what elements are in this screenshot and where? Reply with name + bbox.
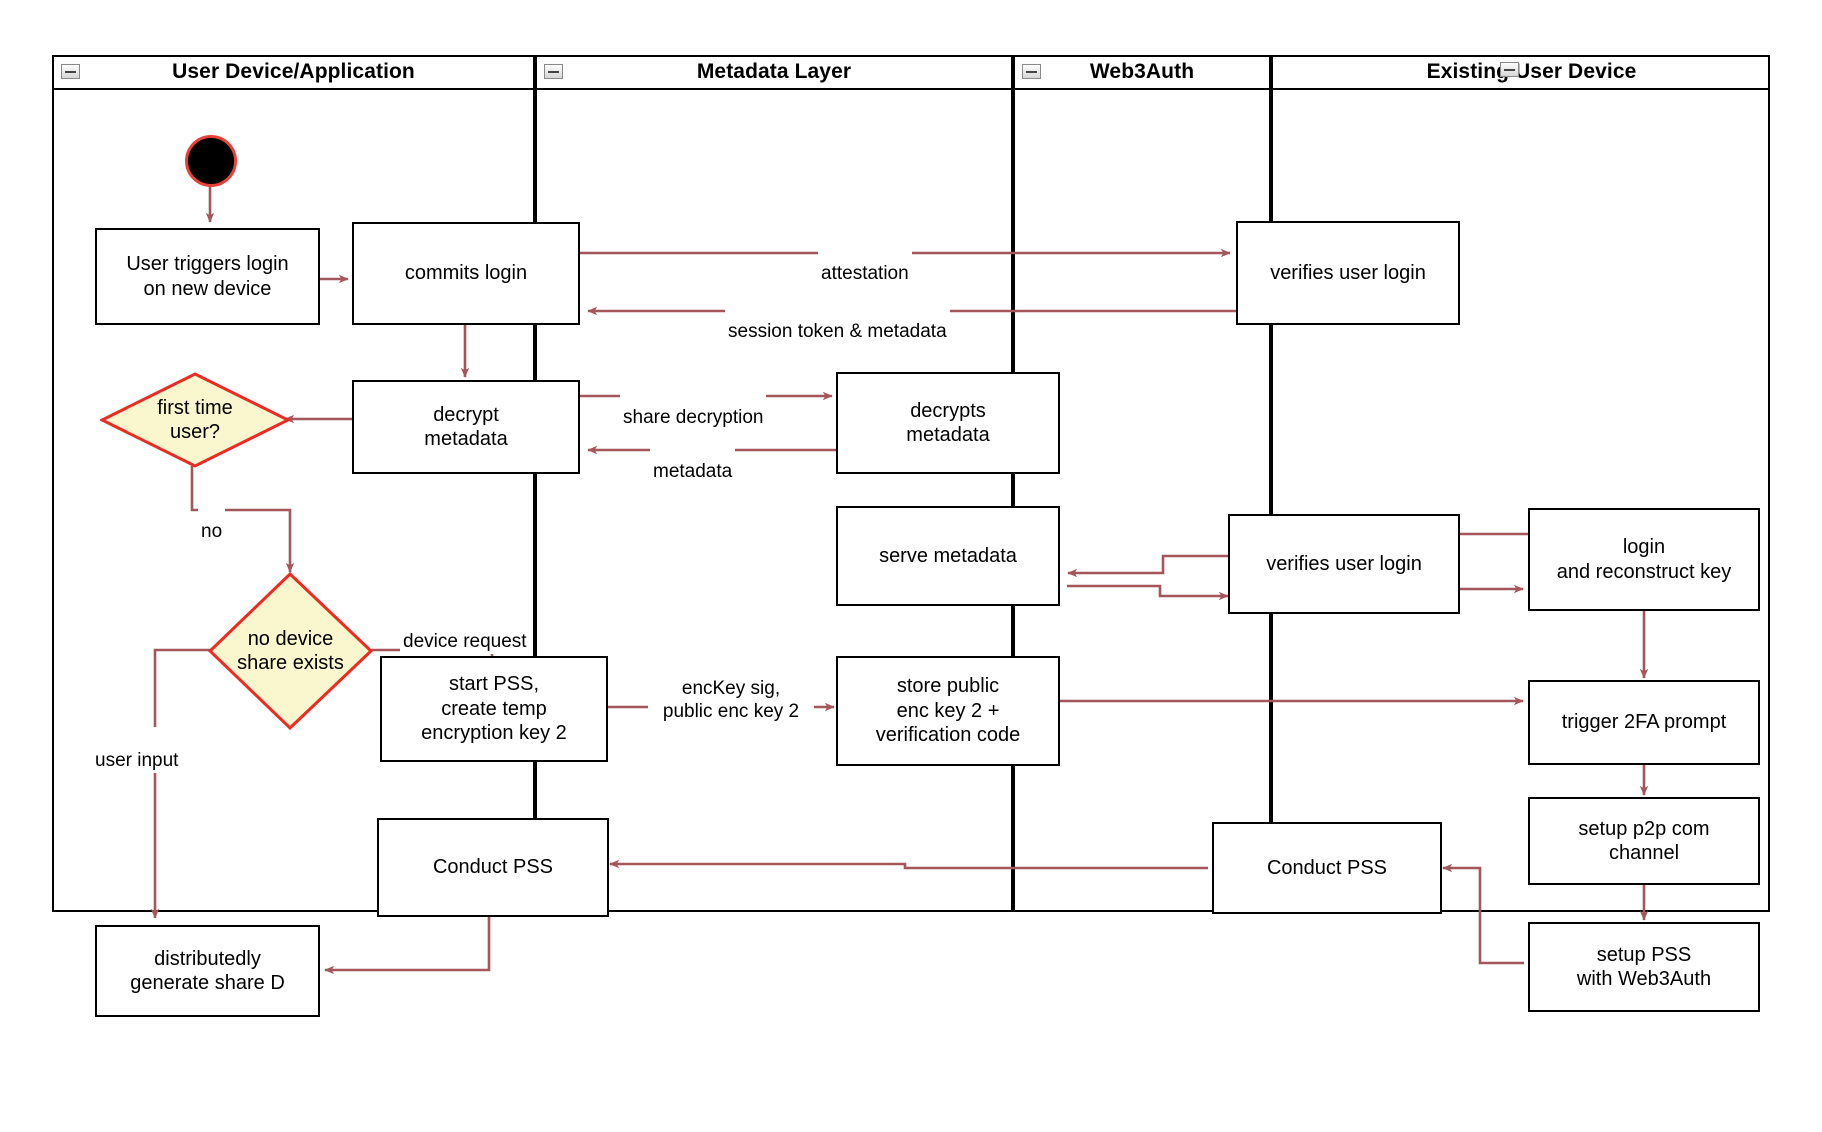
node-conduct-pss-user[interactable]: Conduct PSS xyxy=(377,818,609,917)
diamond-shape-first-time-user xyxy=(100,372,290,468)
node-verifies-user-login-top-label: verifies user login xyxy=(1270,261,1426,284)
collapse-icon-existing-user-device[interactable] xyxy=(1500,62,1519,77)
diamond-shape-no-device-share xyxy=(208,572,373,730)
decision-no-device-share-exists[interactable]: no device share exists xyxy=(208,572,373,730)
node-login-and-reconstruct-key-label: login and reconstruct key xyxy=(1556,536,1732,583)
node-store-public-enc-key-label: store public enc key 2 + verification co… xyxy=(875,675,1021,747)
edge-label-metadata-text: metadata xyxy=(653,460,733,482)
swimlane-user-device xyxy=(52,55,535,912)
node-setup-p2p-com-channel[interactable]: setup p2p com channel xyxy=(1528,797,1760,885)
node-conduct-pss-web3auth-label: Conduct PSS xyxy=(1266,856,1388,879)
swimlane-existing-user-device xyxy=(1271,55,1770,912)
decision-first-time-user[interactable]: first time user? xyxy=(100,372,290,468)
node-commits-login[interactable]: commits login xyxy=(352,222,580,325)
edge-label-attestation-text: attestation xyxy=(821,262,909,284)
swimlane-metadata-layer xyxy=(535,55,1013,912)
lane-title-existing-user-device: Existing User Device xyxy=(1271,55,1770,88)
node-login-and-reconstruct-key[interactable]: login and reconstruct key xyxy=(1528,508,1760,611)
node-conduct-pss-user-label: Conduct PSS xyxy=(432,856,554,879)
lane-title-web3auth-text: Web3Auth xyxy=(1089,59,1195,83)
decision-first-time-user-label: first time user? xyxy=(157,397,233,443)
edge-label-session-token: session token & metadata xyxy=(725,298,950,344)
lane-header-divider xyxy=(52,88,1770,90)
node-trigger-2fa-prompt[interactable]: trigger 2FA prompt xyxy=(1528,680,1760,765)
node-decrypt-metadata[interactable]: decrypt metadata xyxy=(352,380,580,474)
node-setup-pss-with-web3auth[interactable]: setup PSS with Web3Auth xyxy=(1528,922,1760,1012)
node-distributedly-generate-share-d[interactable]: distributedly generate share D xyxy=(95,925,320,1017)
decision-no-device-share-exists-label: no device share exists xyxy=(237,628,344,674)
node-verifies-user-login-top[interactable]: verifies user login xyxy=(1236,221,1460,325)
edge-label-no: no xyxy=(198,498,226,544)
lane-title-user-device: User Device/Application xyxy=(52,55,535,88)
node-start-pss-create-temp-label: start PSS, create temp encryption key 2 xyxy=(421,673,567,745)
start-node xyxy=(185,135,237,187)
node-verifies-user-login-mid-label: verifies user login xyxy=(1266,552,1422,575)
node-conduct-pss-web3auth[interactable]: Conduct PSS xyxy=(1212,822,1442,914)
lane-title-metadata-layer: Metadata Layer xyxy=(535,55,1013,88)
node-distributedly-generate-share-d-label: distributedly generate share D xyxy=(130,947,285,994)
node-user-triggers-login[interactable]: User triggers login on new device xyxy=(95,228,320,325)
node-trigger-2fa-prompt-label: trigger 2FA prompt xyxy=(1561,711,1727,734)
edge-label-device-request-text: device request xyxy=(403,630,527,652)
edge-label-no-text: no xyxy=(201,520,223,542)
node-setup-pss-with-web3auth-label: setup PSS with Web3Auth xyxy=(1576,943,1712,990)
node-start-pss-create-temp[interactable]: start PSS, create temp encryption key 2 xyxy=(380,656,608,762)
collapse-icon-user-device[interactable] xyxy=(61,64,80,79)
edge-label-user-input: user input xyxy=(92,727,182,773)
lane-title-existing-user-device-text: Existing User Device xyxy=(1426,59,1637,83)
edge-label-enckey-sig: encKey sig, public enc key 2 xyxy=(648,655,814,724)
node-serve-metadata[interactable]: serve metadata xyxy=(836,506,1060,606)
edge-label-share-decryption: share decryption xyxy=(620,384,767,430)
collapse-icon-web3auth[interactable] xyxy=(1022,64,1041,79)
node-decrypts-metadata[interactable]: decrypts metadata xyxy=(836,372,1060,474)
edge-label-metadata: metadata xyxy=(650,438,736,484)
lane-title-user-device-text: User Device/Application xyxy=(172,59,415,83)
node-decrypt-metadata-label: decrypt metadata xyxy=(424,403,508,450)
edge-label-user-input-text: user input xyxy=(95,749,179,771)
node-decrypts-metadata-label: decrypts metadata xyxy=(906,399,990,446)
node-commits-login-label: commits login xyxy=(404,262,528,285)
lane-title-metadata-layer-text: Metadata Layer xyxy=(696,59,852,83)
edge-label-attestation: attestation xyxy=(818,240,912,286)
node-user-triggers-login-label: User triggers login on new device xyxy=(126,253,289,300)
edge-label-share-decryption-text: share decryption xyxy=(623,406,764,428)
edge-label-enckey-sig-text: encKey sig, public enc key 2 xyxy=(662,677,800,722)
node-setup-p2p-com-channel-label: setup p2p com channel xyxy=(1578,817,1710,864)
node-verifies-user-login-mid[interactable]: verifies user login xyxy=(1228,514,1460,614)
lane-title-web3auth: Web3Auth xyxy=(1013,55,1271,88)
swimlane-web3auth xyxy=(1013,55,1271,912)
node-serve-metadata-label: serve metadata xyxy=(879,544,1017,567)
collapse-icon-metadata-layer[interactable] xyxy=(544,64,563,79)
node-store-public-enc-key[interactable]: store public enc key 2 + verification co… xyxy=(836,656,1060,766)
edge-label-session-token-text: session token & metadata xyxy=(728,320,947,342)
edge-label-device-request: device request xyxy=(400,608,530,654)
